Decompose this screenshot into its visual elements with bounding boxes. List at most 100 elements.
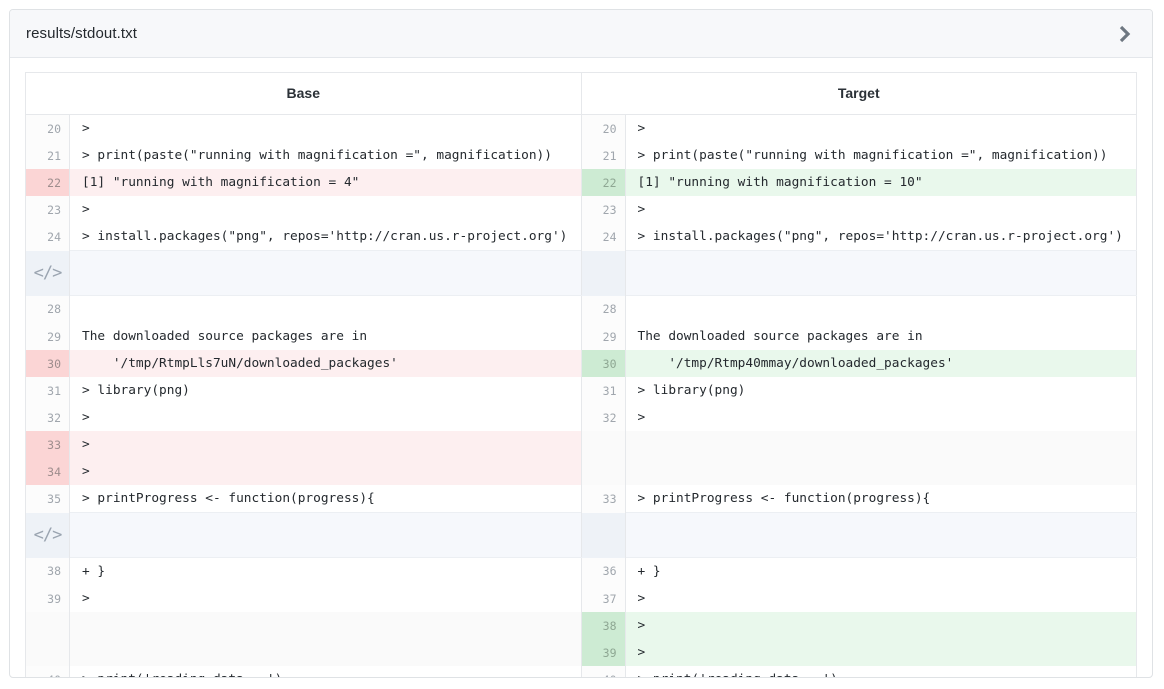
diff-table: Base Target 20 > 20 > 21 > print(paste("run… <box>25 72 1137 677</box>
line-number-target <box>580 512 626 558</box>
diff-table-head: Base Target <box>25 72 1137 115</box>
code-line-base <box>70 296 582 324</box>
line-number-base: 21 <box>25 142 70 169</box>
diff-row: 31> library(png)31> library(png) <box>25 377 1137 404</box>
line-number-base: 23 <box>25 196 70 223</box>
code-line-target: > <box>637 121 653 136</box>
code-line-base: > print(paste("running with magnificatio… <box>82 148 552 163</box>
diff-row: 24 > install.packages("png", repos='http:… <box>25 223 1137 251</box>
code-line-target: > <box>637 591 653 606</box>
diff-row: 35 > printProgress <- function(progress){… <box>25 485 1137 513</box>
line-number-target: 21 <box>580 142 626 169</box>
line-number-base: 30 <box>25 350 70 377</box>
code-line-target <box>625 250 1137 296</box>
code-line-base: The downloaded source packages are in <box>82 329 368 344</box>
line-number-target: 22 <box>580 169 626 196</box>
code-line-target: + } <box>637 564 661 579</box>
diff-row: 34> <box>25 458 1137 485</box>
code-line-base: '/tmp/RtmpLls7uN/downloaded_packages' <box>69 350 581 377</box>
line-number-target <box>580 458 626 485</box>
code-line-target <box>625 458 1137 485</box>
code-line-target: > <box>625 639 1137 666</box>
diff-header-row: Base Target <box>25 72 1137 115</box>
diff-row: </> <box>25 250 1137 296</box>
code-line-base: > <box>82 591 98 606</box>
diff-row: 39 > 37 > <box>25 585 1137 612</box>
line-number-base: 28 <box>25 295 70 323</box>
line-number-base: 31 <box>25 377 70 404</box>
line-number-base: 29 <box>25 323 70 350</box>
line-number-target: 23 <box>580 196 626 223</box>
code-line-target: > <box>625 612 1137 639</box>
line-number-target <box>580 250 626 296</box>
code-line-target: > <box>637 410 653 425</box>
line-number-base: 35 <box>25 485 70 513</box>
code-line-target: > print(paste("running with magnificatio… <box>637 148 1108 163</box>
line-number-base: 20 <box>25 114 70 142</box>
code-line-base: > <box>82 410 98 425</box>
code-line-base: > <box>82 121 98 136</box>
line-number-target: 24 <box>580 223 626 251</box>
diff-row: 33> <box>25 431 1137 458</box>
diff-table-wrapper: Base Target 20 > 20 > 21 > print(paste("run… <box>10 58 1152 677</box>
diff-row: </> <box>25 512 1137 558</box>
line-number-base: 33 <box>25 431 70 458</box>
line-number-target <box>580 431 626 458</box>
code-line-base: > library(png) <box>82 383 190 398</box>
code-line-base: > printProgress <- function(progress){ <box>82 491 375 506</box>
line-number-target: 20 <box>580 114 626 142</box>
diff-row: 20 > 20 > <box>25 114 1137 142</box>
line-number-base: 22 <box>25 169 70 196</box>
code-line-target: '/tmp/Rtmp40mmay/downloaded_packages' <box>625 350 1137 377</box>
diff-row: 39> <box>25 639 1137 666</box>
code-line-target <box>625 431 1137 458</box>
column-header-target: Target <box>580 72 1137 115</box>
code-line-base: > <box>82 202 98 217</box>
diff-row: 38+ }36+ } <box>25 557 1137 585</box>
line-number-target: 40 <box>580 666 626 677</box>
line-number-target: 39 <box>580 639 626 666</box>
diff-row: 22[1] "running with magnification = 4"22… <box>25 169 1137 196</box>
chevron-right-icon[interactable] <box>1112 21 1138 47</box>
code-line-base: > install.packages("png", repos='http://… <box>82 229 568 244</box>
line-number-base: 32 <box>25 404 70 431</box>
code-line-target: > print('reading data...') <box>625 666 1137 677</box>
code-line-base: > print('reading data...') <box>70 666 582 677</box>
file-path-title: results/stdout.txt <box>26 25 138 42</box>
card-header: results/stdout.txt <box>10 10 1152 58</box>
line-number-base: 39 <box>25 585 70 612</box>
column-header-base: Base <box>25 72 581 115</box>
expand-code-icon[interactable]: </> <box>33 263 63 283</box>
line-number-base: 38 <box>25 557 70 585</box>
expand-code-icon[interactable]: </> <box>33 525 63 545</box>
code-line-target: > printProgress <- function(progress){ <box>637 491 931 506</box>
diff-row: 23 > 23 > <box>25 196 1137 223</box>
diff-table-body: 20 > 20 > 21 > print(paste("running with ma… <box>25 114 1137 677</box>
line-number-base: 40 <box>25 666 70 677</box>
code-line-base <box>69 250 581 296</box>
diff-row: 32 > 32 > <box>25 404 1137 431</box>
code-line-target: The downloaded source packages are in <box>637 329 923 344</box>
line-number-target: 28 <box>580 295 626 323</box>
line-number-target: 37 <box>580 585 626 612</box>
diff-row: 38> <box>25 612 1137 639</box>
line-number-target: 38 <box>580 612 626 639</box>
code-line-base <box>69 512 581 558</box>
line-number-target: 31 <box>580 377 626 404</box>
code-line-target: > <box>637 202 653 217</box>
line-number-target: 29 <box>580 323 626 350</box>
code-line-target: [1] "running with magnification = 10" <box>625 169 1137 196</box>
diff-row: 40> print('reading data...')40> print('r… <box>25 666 1137 677</box>
line-number-base: 24 <box>25 223 70 251</box>
line-number-base <box>25 612 70 639</box>
diff-row: 29 The downloaded source packages are in 2… <box>25 323 1137 350</box>
diff-row: 28 28 <box>25 295 1137 324</box>
code-line-target <box>625 512 1137 558</box>
code-line-base <box>69 639 581 666</box>
line-number-target: 32 <box>580 404 626 431</box>
line-number-target: 30 <box>580 350 626 377</box>
code-line-target <box>625 296 1137 324</box>
line-number-base: </> <box>25 512 70 558</box>
line-number-base <box>25 639 70 666</box>
line-number-base: </> <box>25 250 70 296</box>
